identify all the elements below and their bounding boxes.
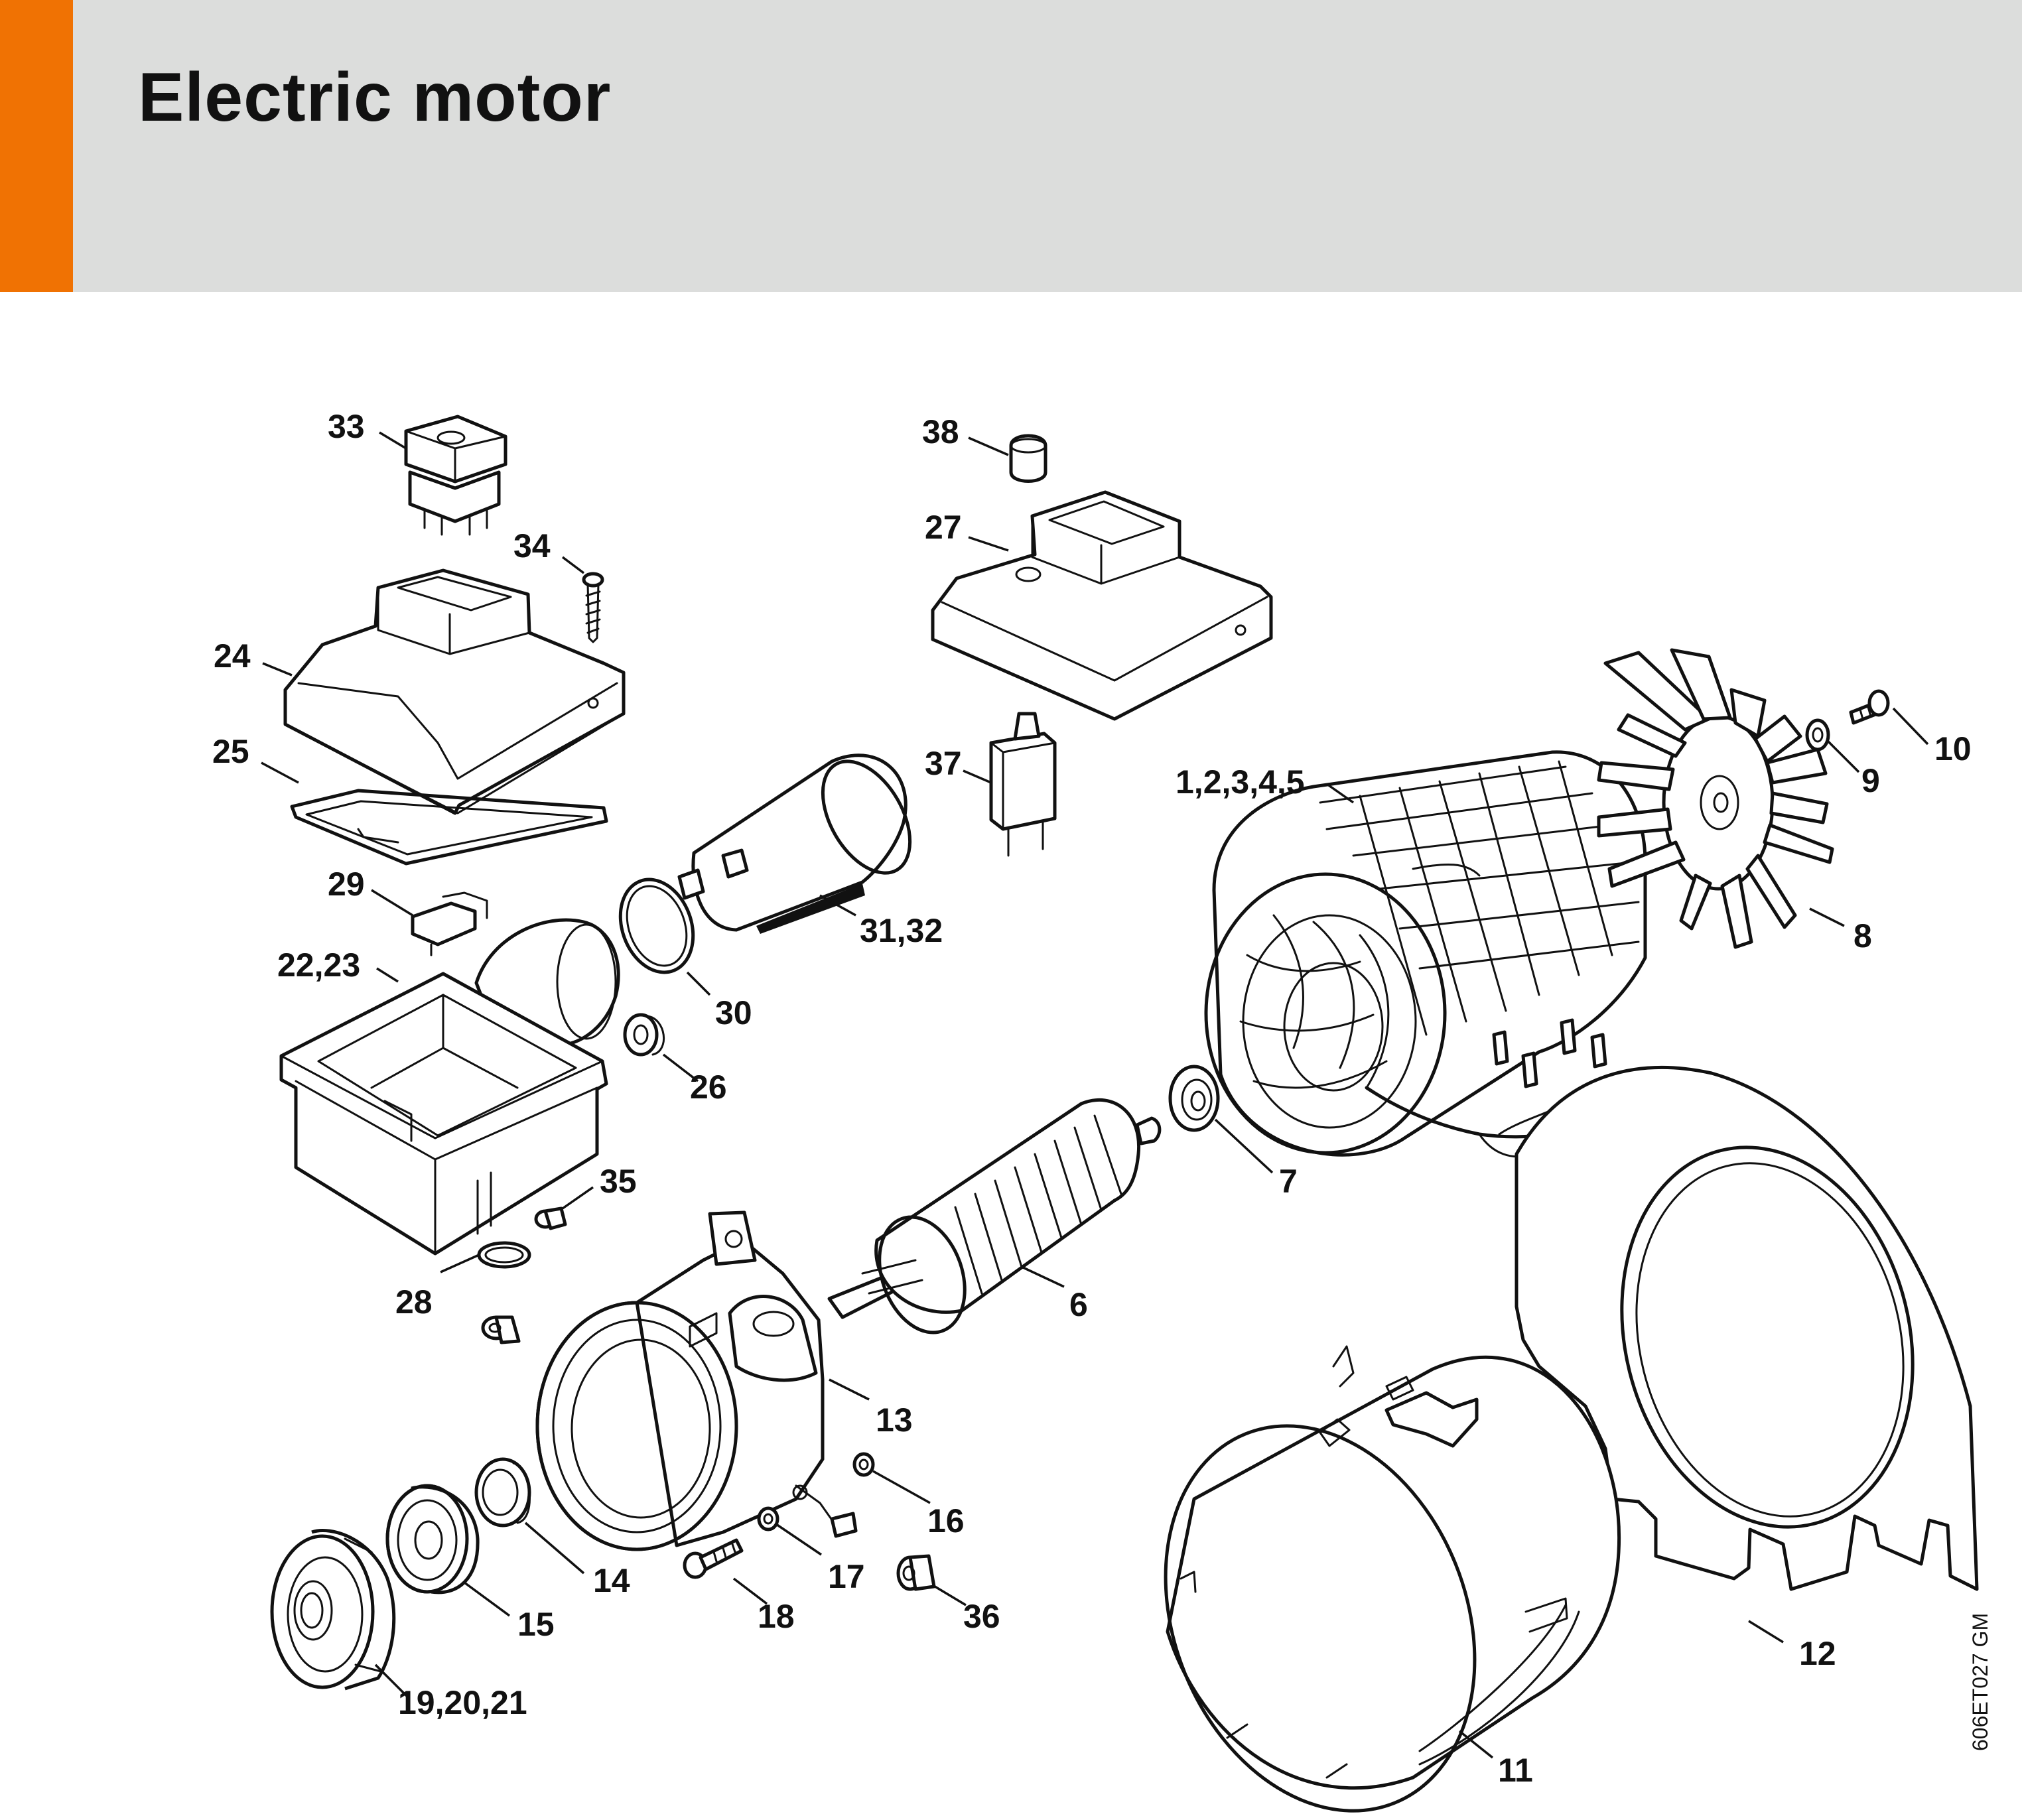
part-cap-38	[1009, 434, 1047, 483]
callout-11: 11	[1498, 1752, 1533, 1789]
part-bushing	[481, 1315, 521, 1344]
callout-38: 38	[922, 413, 959, 450]
callout-22-23: 22,23	[277, 946, 360, 984]
part-pulley-19-21	[270, 1529, 396, 1691]
callout-10: 10	[1934, 730, 1972, 767]
callout-18: 18	[758, 1598, 795, 1635]
part-screw-34	[582, 572, 604, 643]
callout-6: 6	[1069, 1286, 1088, 1323]
part-grommet-26	[623, 1013, 665, 1057]
callout-28: 28	[395, 1283, 433, 1321]
reference-code: 606ET027 GM	[1968, 1613, 1992, 1751]
part-thermo-37	[989, 712, 1057, 857]
part-washer-9	[1805, 718, 1830, 751]
callout-19-21: 19,20,21	[398, 1684, 527, 1721]
callout-33: 33	[328, 408, 365, 445]
part-gasket-25	[290, 789, 608, 866]
callout-29: 29	[328, 866, 365, 903]
callout-17: 17	[828, 1558, 865, 1595]
part-washer-16	[852, 1452, 875, 1477]
callout-15: 15	[517, 1606, 555, 1643]
callout-9: 9	[1861, 762, 1880, 799]
callout-1-5: 1,2,3,4,5	[1176, 763, 1305, 801]
part-stator-1-5	[1204, 750, 1647, 1158]
callout-35: 35	[600, 1163, 637, 1200]
part-fan-8	[1597, 648, 1834, 949]
part-oring-30	[618, 878, 695, 974]
callout-13: 13	[876, 1401, 913, 1439]
callout-16: 16	[927, 1502, 965, 1539]
part-terminal-29	[411, 891, 488, 956]
callout-34: 34	[513, 527, 551, 564]
part-washer-17	[757, 1506, 779, 1531]
callout-30: 30	[715, 994, 752, 1031]
callout-27: 27	[925, 509, 962, 546]
header-bar	[0, 0, 2022, 292]
part-oring-28	[477, 1241, 531, 1269]
part-bearing-7	[1168, 1065, 1220, 1132]
part-rotor-6	[827, 1098, 1162, 1334]
callout-labels: 33 34 24 25 29 22,23 38 27 37 31,32 30 2…	[212, 408, 1972, 1789]
part-bushing-36	[896, 1554, 936, 1591]
part-seal-14	[474, 1457, 531, 1528]
accent-stripe	[0, 0, 73, 292]
part-screw-18	[683, 1538, 744, 1579]
part-plug-35	[534, 1206, 567, 1230]
callout-7: 7	[1279, 1163, 1298, 1200]
callout-26: 26	[690, 1069, 727, 1106]
part-capacitor-31-32	[677, 753, 912, 934]
callout-8: 8	[1854, 917, 1872, 954]
part-plate-12	[1515, 1066, 1979, 1591]
callout-31-32: 31,32	[860, 912, 943, 949]
part-cowl-11	[1164, 1345, 1621, 1813]
page-title: Electric motor	[138, 59, 612, 136]
callout-36: 36	[963, 1598, 1000, 1635]
leader-lines	[261, 431, 1929, 1759]
part-cover-24	[283, 568, 626, 815]
part-screw-10	[1849, 689, 1890, 725]
part-flange-13	[535, 1210, 858, 1551]
callout-25: 25	[212, 733, 249, 770]
part-housing-22-23	[279, 918, 620, 1256]
part-switch-33	[404, 415, 507, 536]
callout-24: 24	[214, 637, 251, 675]
callout-14: 14	[593, 1562, 630, 1599]
callout-37: 37	[925, 745, 962, 782]
part-bearing-15	[385, 1484, 480, 1594]
part-cover-27	[931, 490, 1273, 721]
callout-12: 12	[1799, 1635, 1836, 1672]
